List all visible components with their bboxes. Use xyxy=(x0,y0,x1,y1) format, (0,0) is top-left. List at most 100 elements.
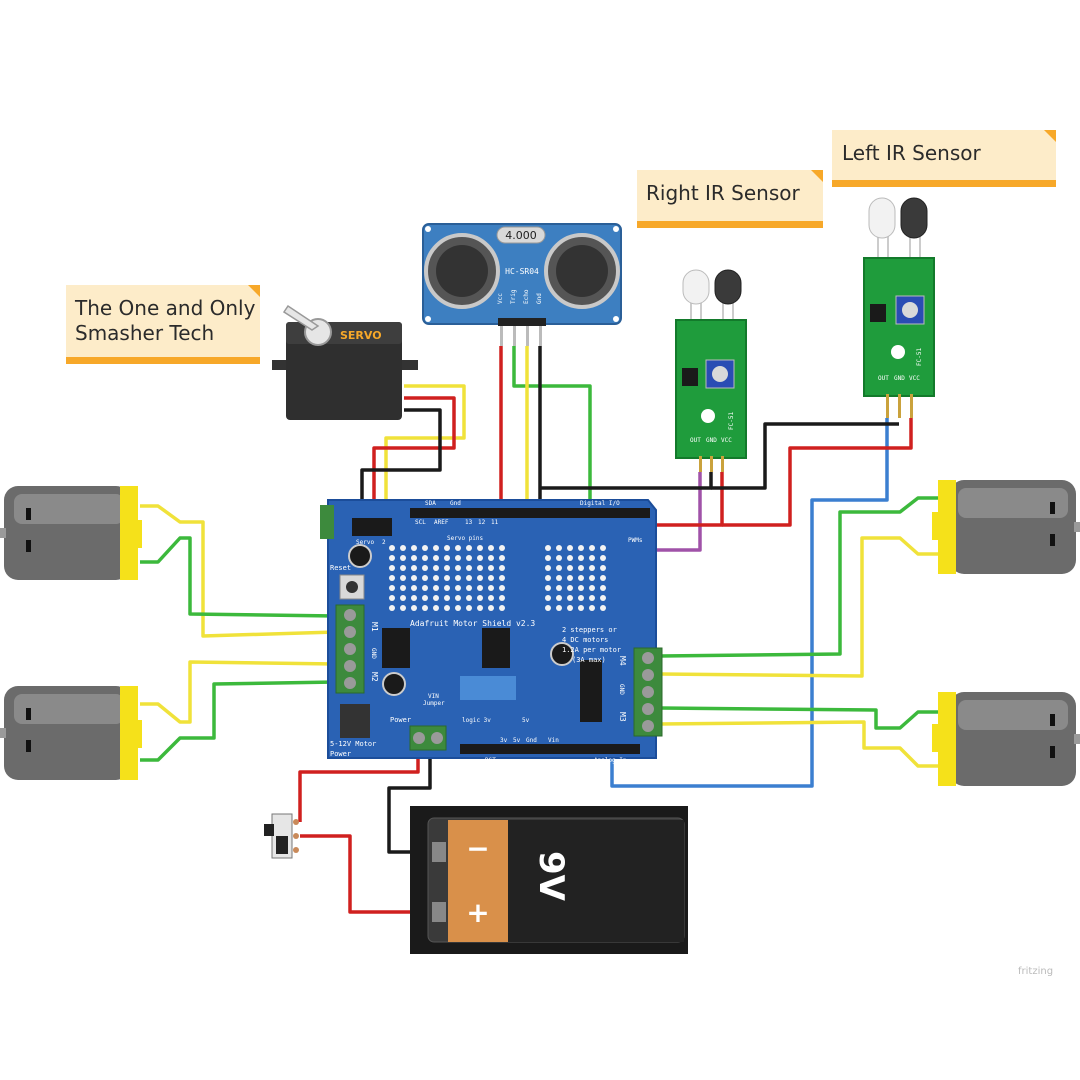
proto-hole xyxy=(466,605,472,611)
header-label-13: 13 xyxy=(465,519,473,526)
header-label-12: 12 xyxy=(478,519,486,526)
proto-hole xyxy=(556,605,562,611)
proto-hole xyxy=(567,585,573,591)
battery-label: 9V xyxy=(531,851,571,902)
shield-desc-1: 2 steppers or xyxy=(562,626,617,634)
proto-hole xyxy=(488,555,494,561)
proto-hole xyxy=(422,575,428,581)
proto-hole xyxy=(488,575,494,581)
ultrasonic-crystal-text: 4.000 xyxy=(505,229,537,242)
dc-motor-left-bottom xyxy=(0,686,142,780)
proto-hole xyxy=(578,575,584,581)
proto-hole xyxy=(422,545,428,551)
proto-hole xyxy=(411,585,417,591)
proto-hole xyxy=(466,575,472,581)
proto-hole xyxy=(578,555,584,561)
dc-motor-right-top xyxy=(932,480,1080,574)
proto-hole xyxy=(400,585,406,591)
proto-hole xyxy=(422,605,428,611)
ultrasonic-sensor: 4.000 HC-SR04 Vcc Trig Echo Gnd xyxy=(422,223,622,346)
m4-label: M4 xyxy=(618,656,627,666)
proto-hole xyxy=(556,565,562,571)
proto-hole xyxy=(389,575,395,581)
proto-hole xyxy=(466,595,472,601)
proto-hole xyxy=(477,575,483,581)
proto-hole xyxy=(444,605,450,611)
proto-hole xyxy=(556,555,562,561)
note-author: The One and Only Smasher Tech xyxy=(66,285,260,364)
proto-hole xyxy=(433,585,439,591)
proto-hole xyxy=(567,575,573,581)
proto-hole xyxy=(466,555,472,561)
servo-label: SERVO xyxy=(340,329,382,342)
bottom-label-3v: 3v xyxy=(500,737,508,744)
proto-hole xyxy=(600,605,606,611)
vin-jumper-label-1: VIN xyxy=(428,693,439,700)
header-label-sda: SDA xyxy=(425,500,436,507)
power-switch[interactable] xyxy=(264,813,299,859)
proto-hole xyxy=(444,585,450,591)
bottom-label-rst: RST xyxy=(485,757,496,764)
left-ir-pin-vcc: VCC xyxy=(909,375,920,382)
proto-hole xyxy=(389,545,395,551)
proto-hole xyxy=(455,545,461,551)
proto-hole xyxy=(499,555,505,561)
proto-hole xyxy=(600,555,606,561)
note-author-line1: The One and Only xyxy=(74,296,256,320)
header-label-gnd: Gnd xyxy=(450,500,461,507)
left-ir-model: FC-51 xyxy=(916,348,923,366)
proto-hole xyxy=(600,585,606,591)
left-ir-sensor: FC-51 OUT GND VCC xyxy=(863,197,935,418)
proto-hole xyxy=(444,595,450,601)
pwms-label: PWMs xyxy=(628,537,643,544)
left-ir-pin-gnd: GND xyxy=(894,375,905,382)
proto-hole xyxy=(589,575,595,581)
shield-desc-2: 4 DC motors xyxy=(562,636,608,644)
proto-hole xyxy=(600,565,606,571)
gnd-left-label: GND xyxy=(370,648,377,659)
dc-motor-right-bottom xyxy=(932,692,1080,786)
proto-hole xyxy=(455,595,461,601)
header-label-scl: SCL xyxy=(415,519,426,526)
proto-hole xyxy=(589,585,595,591)
proto-hole xyxy=(556,585,562,591)
proto-hole xyxy=(433,605,439,611)
proto-hole xyxy=(433,555,439,561)
proto-hole xyxy=(477,565,483,571)
proto-hole xyxy=(400,575,406,581)
servo-motor: SERVO xyxy=(272,304,418,420)
logic-5v-label: 5v xyxy=(522,717,530,724)
dc-motor-left-top xyxy=(0,486,142,580)
proto-hole xyxy=(578,605,584,611)
proto-hole xyxy=(400,545,406,551)
proto-hole xyxy=(578,585,584,591)
proto-hole xyxy=(400,555,406,561)
proto-hole xyxy=(600,595,606,601)
proto-hole xyxy=(499,575,505,581)
proto-hole xyxy=(499,595,505,601)
shield-title: Adafruit Motor Shield v2.3 xyxy=(410,619,535,628)
vin-jumper-label-2: Jumper xyxy=(423,700,445,707)
note-right-ir: Right IR Sensor xyxy=(637,170,823,228)
battery-holder: − + 9V xyxy=(410,806,688,954)
bottom-label-5v: 5v xyxy=(513,737,521,744)
servo-header-num: 2 xyxy=(382,539,386,546)
proto-hole xyxy=(578,595,584,601)
proto-hole xyxy=(389,595,395,601)
bottom-label-vin: Vin xyxy=(548,737,559,744)
reset-label: Reset xyxy=(330,564,351,572)
right-ir-model: FC-51 xyxy=(728,412,735,430)
battery-plus: + xyxy=(466,896,489,929)
proto-hole xyxy=(455,565,461,571)
proto-hole xyxy=(400,595,406,601)
proto-hole xyxy=(422,595,428,601)
proto-hole xyxy=(578,565,584,571)
proto-hole xyxy=(455,555,461,561)
proto-hole xyxy=(466,545,472,551)
proto-hole xyxy=(400,565,406,571)
servo-header-label: Servo xyxy=(356,539,374,546)
servo-pins-label: Servo pins xyxy=(447,535,484,542)
fritzing-watermark: fritzing xyxy=(1018,966,1053,977)
ultrasonic-pin-vcc: Vcc xyxy=(497,293,504,304)
